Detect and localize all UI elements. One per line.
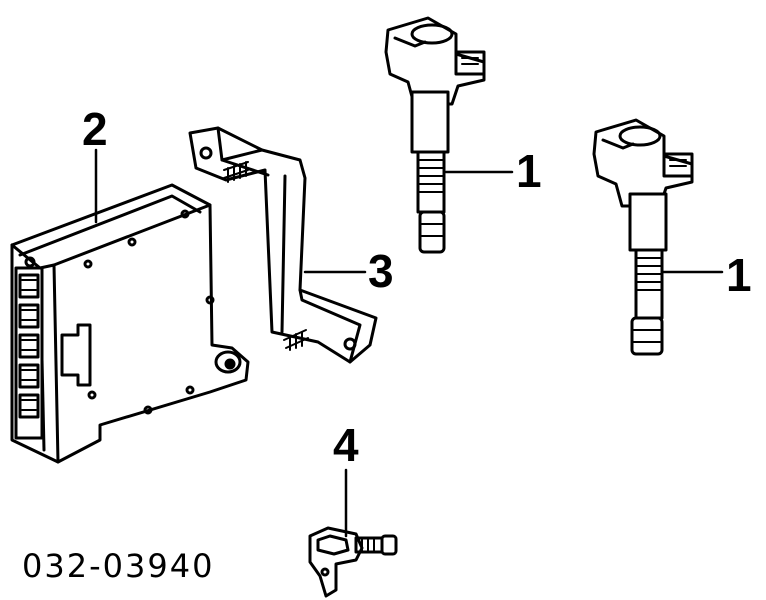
- sensor-drawing: [308, 468, 398, 598]
- callout-control-module: 2: [82, 103, 108, 155]
- callout-ignition-coil-a: 1: [516, 145, 542, 197]
- diagram-code: 032-03940: [22, 547, 215, 585]
- callout-mounting-bracket: 3: [368, 245, 394, 297]
- ignition-coil-a-drawing: [384, 16, 514, 254]
- mounting-bracket-drawing: [188, 126, 378, 364]
- ignition-coil-b-drawing: [592, 118, 724, 356]
- control-module-drawing: [10, 148, 250, 464]
- callout-ignition-coil-b: 1: [726, 249, 752, 301]
- callout-sensor: 4: [333, 419, 359, 471]
